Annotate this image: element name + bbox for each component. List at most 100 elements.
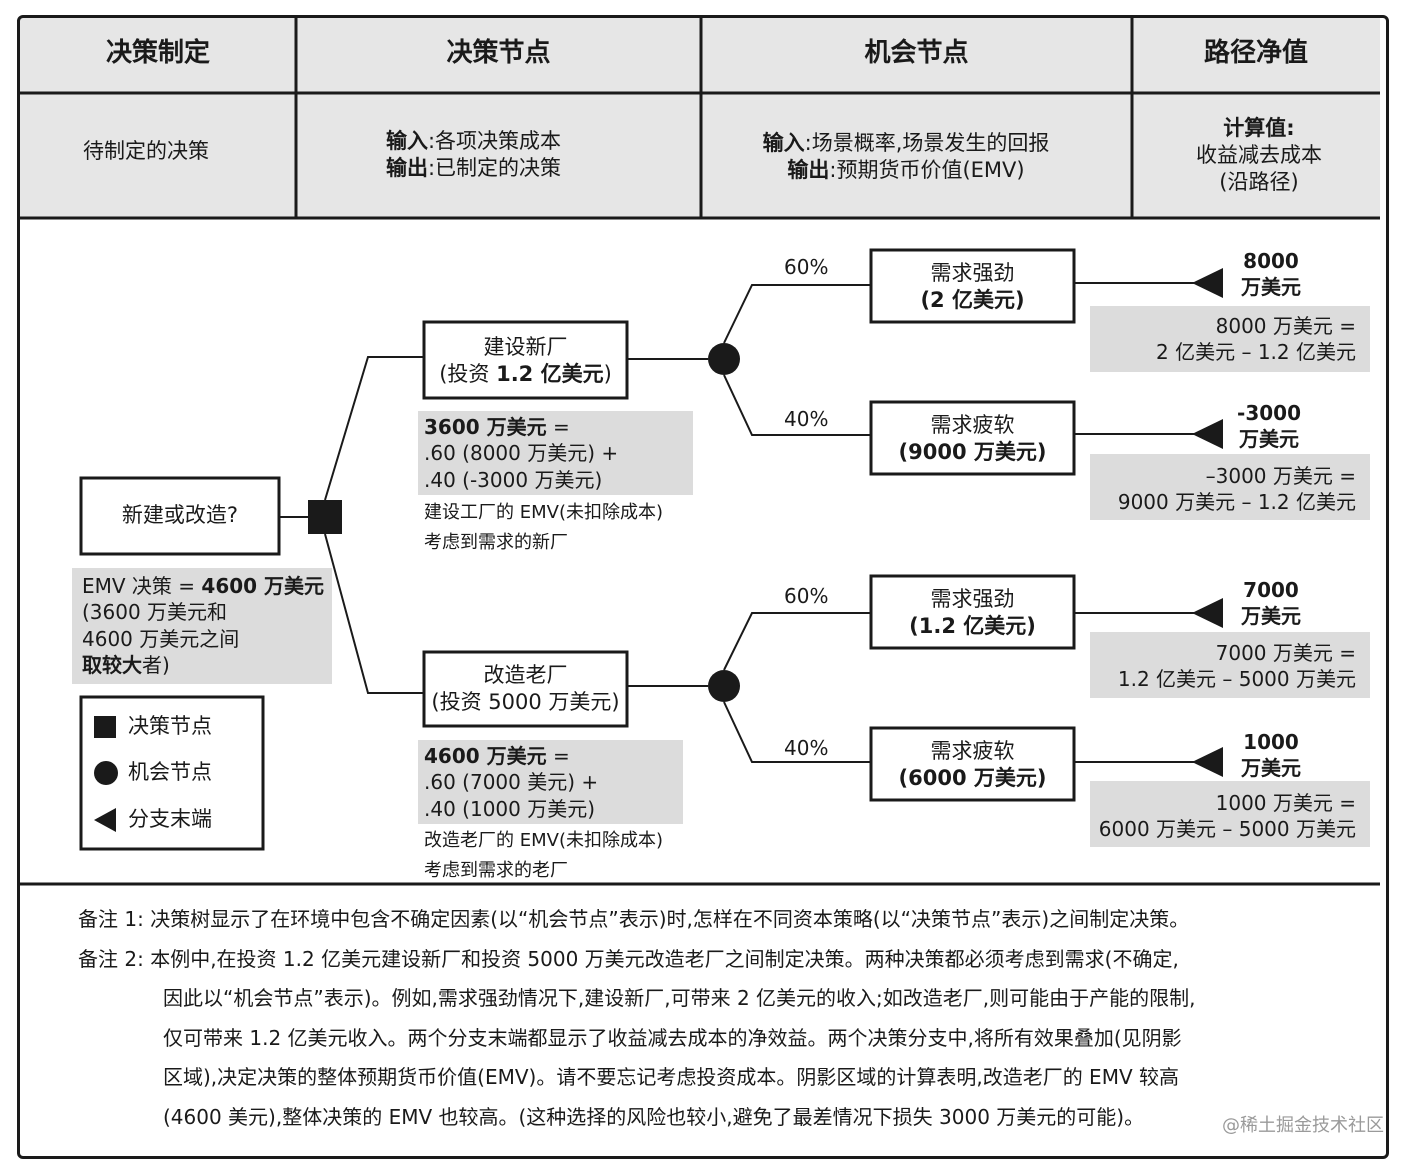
header-col3-output-text: :预期货币价值(EMV) — [829, 157, 1025, 182]
header-col2-input-text: :各项决策成本 — [427, 129, 562, 153]
header-col2-input-label: 输入 — [385, 129, 428, 153]
legend-circle-icon — [94, 761, 118, 785]
outcome4-probability: 40% — [784, 736, 829, 760]
header-col2-desc: 输入:各项决策成本 输出:已制定的决策 — [296, 128, 651, 182]
old-plant-label: 改造老厂 (投资 5000 万美元) — [424, 662, 627, 717]
legend-branch-end: 分支末端 — [128, 807, 212, 831]
outcome3-calc-shade — [1090, 632, 1370, 698]
new-plant-invest-value: 1.2 亿美元 — [496, 362, 604, 387]
edge-chance2-weak — [723, 701, 870, 763]
outcome2-calc: –3000 万美元 = 9000 万美元 – 1.2 亿美元 — [1092, 463, 1356, 516]
note-2-label: 备注 2 — [78, 947, 138, 971]
branch-end-4 — [1192, 747, 1223, 777]
outcome4-calc-line1: 1000 万美元 = — [1215, 791, 1356, 815]
emv-decision-shade — [72, 568, 332, 684]
emv-decision-text: EMV 决策 = 4600 万美元 (3600 万美元和 4600 万美元之间 … — [82, 573, 324, 679]
new-plant-calc: 3600 万美元 = .60 (8000 万美元) + .40 (-3000 万… — [424, 414, 618, 493]
outcome4-calc-shade — [1090, 781, 1370, 847]
outcome4-box — [869, 726, 1076, 802]
new-plant-invest-prefix: (投资 — [439, 362, 497, 387]
outcome1-calc-line2: 2 亿美元 – 1.2 亿美元 — [1156, 340, 1356, 365]
edge-chance1-weak — [723, 374, 870, 436]
chance-node-new — [708, 343, 740, 375]
new-plant-calc-bold: 3600 万美元 — [424, 415, 547, 439]
emv-decision-value: 4600 万美元 — [201, 574, 325, 598]
edge-chance1-strong — [723, 284, 870, 344]
old-plant-calc-bold: 4600 万美元 — [424, 744, 547, 768]
outcome1-value: (2 亿美元) — [920, 288, 1025, 313]
note-2-line4: 区域),决定决策的整体预期货币价值(EMV)。请不要忘记考虑投资成本。阴影区域的… — [163, 1065, 1179, 1089]
emv-decision-line4-bold: 取较大 — [82, 653, 142, 678]
branch-end-3 — [1192, 598, 1223, 628]
outcome1-end-line2: 万美元 — [1241, 275, 1301, 299]
outcome3-end-line1: 7000 — [1243, 578, 1299, 602]
outcome1-calc-line1: 8000 万美元 = — [1215, 314, 1356, 338]
outcome4-calc-line2: 6000 万美元 – 5000 万美元 — [1098, 817, 1356, 842]
outcome3-label: 需求强劲 (1.2 亿美元) — [871, 586, 1074, 641]
new-plant-calc-eq: = — [546, 415, 570, 439]
outcome4-end-value: 1000 万美元 — [1226, 729, 1316, 781]
outcome3-probability: 60% — [784, 584, 829, 608]
decision-question: 新建或改造? — [121, 503, 239, 527]
header-col2-output-text: :已制定的决策 — [427, 155, 562, 180]
outcome3-end-line2: 万美元 — [1241, 604, 1301, 628]
outcome3-box — [869, 574, 1076, 650]
outcome2-end-line2: 万美元 — [1239, 427, 1299, 451]
old-plant-calc-eq: = — [546, 744, 570, 768]
new-plant-invest-suffix: ) — [603, 362, 612, 387]
emv-decision-prefix: EMV 决策 = — [82, 574, 202, 598]
outcome4-calc: 1000 万美元 = 6000 万美元 – 5000 万美元 — [1088, 790, 1356, 843]
outcome3-name: 需求强劲 — [930, 587, 1015, 611]
emv-decision-line2: (3600 万美元和 — [82, 600, 228, 625]
outcome1-end-line1: 8000 — [1243, 249, 1299, 273]
header-col3-input-label: 输入 — [762, 131, 805, 155]
outcome1-probability: 60% — [784, 255, 829, 279]
decision-node — [308, 500, 342, 534]
edge-chance2-strong — [723, 612, 870, 671]
watermark: @稀土掘金技术社区 — [1222, 1115, 1384, 1136]
outcome2-calc-line2: 9000 万美元 – 1.2 亿美元 — [1117, 490, 1356, 515]
old-plant-calc-line2: .60 (7000 美元) + — [424, 770, 599, 795]
outcome2-box — [869, 400, 1076, 476]
old-plant-calc-shade — [418, 740, 683, 824]
branch-end-2 — [1192, 419, 1223, 449]
header-col3-output-label: 输出 — [787, 157, 830, 182]
outcome4-end-line2: 万美元 — [1241, 756, 1301, 780]
outcome3-calc: 7000 万美元 = 1.2 亿美元 – 5000 万美元 — [1092, 640, 1356, 693]
old-plant-invest: (投资 5000 万美元) — [431, 690, 620, 715]
old-plant-note2: 考虑到需求的老厂 — [424, 860, 568, 881]
header-col4-line2: 收益减去成本 — [1196, 142, 1322, 167]
outcome3-calc-line1: 7000 万美元 = — [1215, 641, 1356, 665]
new-plant-calc-shade — [418, 411, 693, 495]
note-2-line2: 因此以“机会节点”表示)。例如,需求强劲情况下,建设新厂,可带来 2 亿美元的收… — [163, 986, 1196, 1010]
outcome4-label: 需求疲软 (6000 万美元) — [871, 738, 1074, 793]
outcome2-value: (9000 万美元) — [898, 440, 1047, 465]
outcome1-name: 需求强劲 — [930, 261, 1015, 285]
old-plant-calc: 4600 万美元 = .60 (7000 美元) + .40 (1000 万美元… — [424, 743, 598, 822]
outcome2-end-value: -3000 万美元 — [1224, 400, 1314, 452]
note-2-line5: (4600 美元),整体决策的 EMV 也较高。(这种选择的风险也较小,避免了最… — [163, 1105, 1145, 1129]
note-2-line1: : 本例中,在投资 1.2 亿美元建设新厂和投资 5000 万美元改造老厂之间制… — [137, 947, 1179, 971]
figure-frame — [17, 15, 1389, 1159]
new-plant-calc-line3: .40 (-3000 万美元) — [424, 467, 603, 492]
new-plant-calc-line2: .60 (8000 万美元) + — [424, 441, 619, 466]
header-col3-title: 机会节点 — [864, 38, 969, 68]
new-plant-title: 建设新厂 — [483, 335, 568, 359]
outcome2-end-line1: -3000 — [1237, 401, 1301, 425]
edge-decision-new — [324, 356, 425, 501]
header-col4-title: 路径净值 — [1203, 38, 1308, 68]
legend-decision-node: 决策节点 — [128, 714, 212, 738]
outcome2-label: 需求疲软 (9000 万美元) — [871, 412, 1074, 467]
header-col2-output-label: 输出 — [385, 155, 428, 180]
emv-decision-line4-rest: 者) — [142, 653, 170, 678]
header-col2-title: 决策节点 — [446, 38, 551, 68]
header-col3-input-text: :场景概率,场景发生的回报 — [804, 131, 1050, 155]
new-plant-label: 建设新厂 (投资 1.2 亿美元) — [424, 334, 627, 389]
old-plant-title: 改造老厂 — [483, 663, 568, 687]
legend-triangle-icon — [94, 808, 116, 832]
emv-decision-line3: 4600 万美元之间 — [82, 626, 240, 651]
old-plant-notes: 改造老厂的 EMV(未扣除成本) 考虑到需求的老厂 — [424, 826, 663, 886]
outcome1-end-value: 8000 万美元 — [1226, 248, 1316, 300]
outcome2-calc-shade — [1090, 454, 1370, 520]
